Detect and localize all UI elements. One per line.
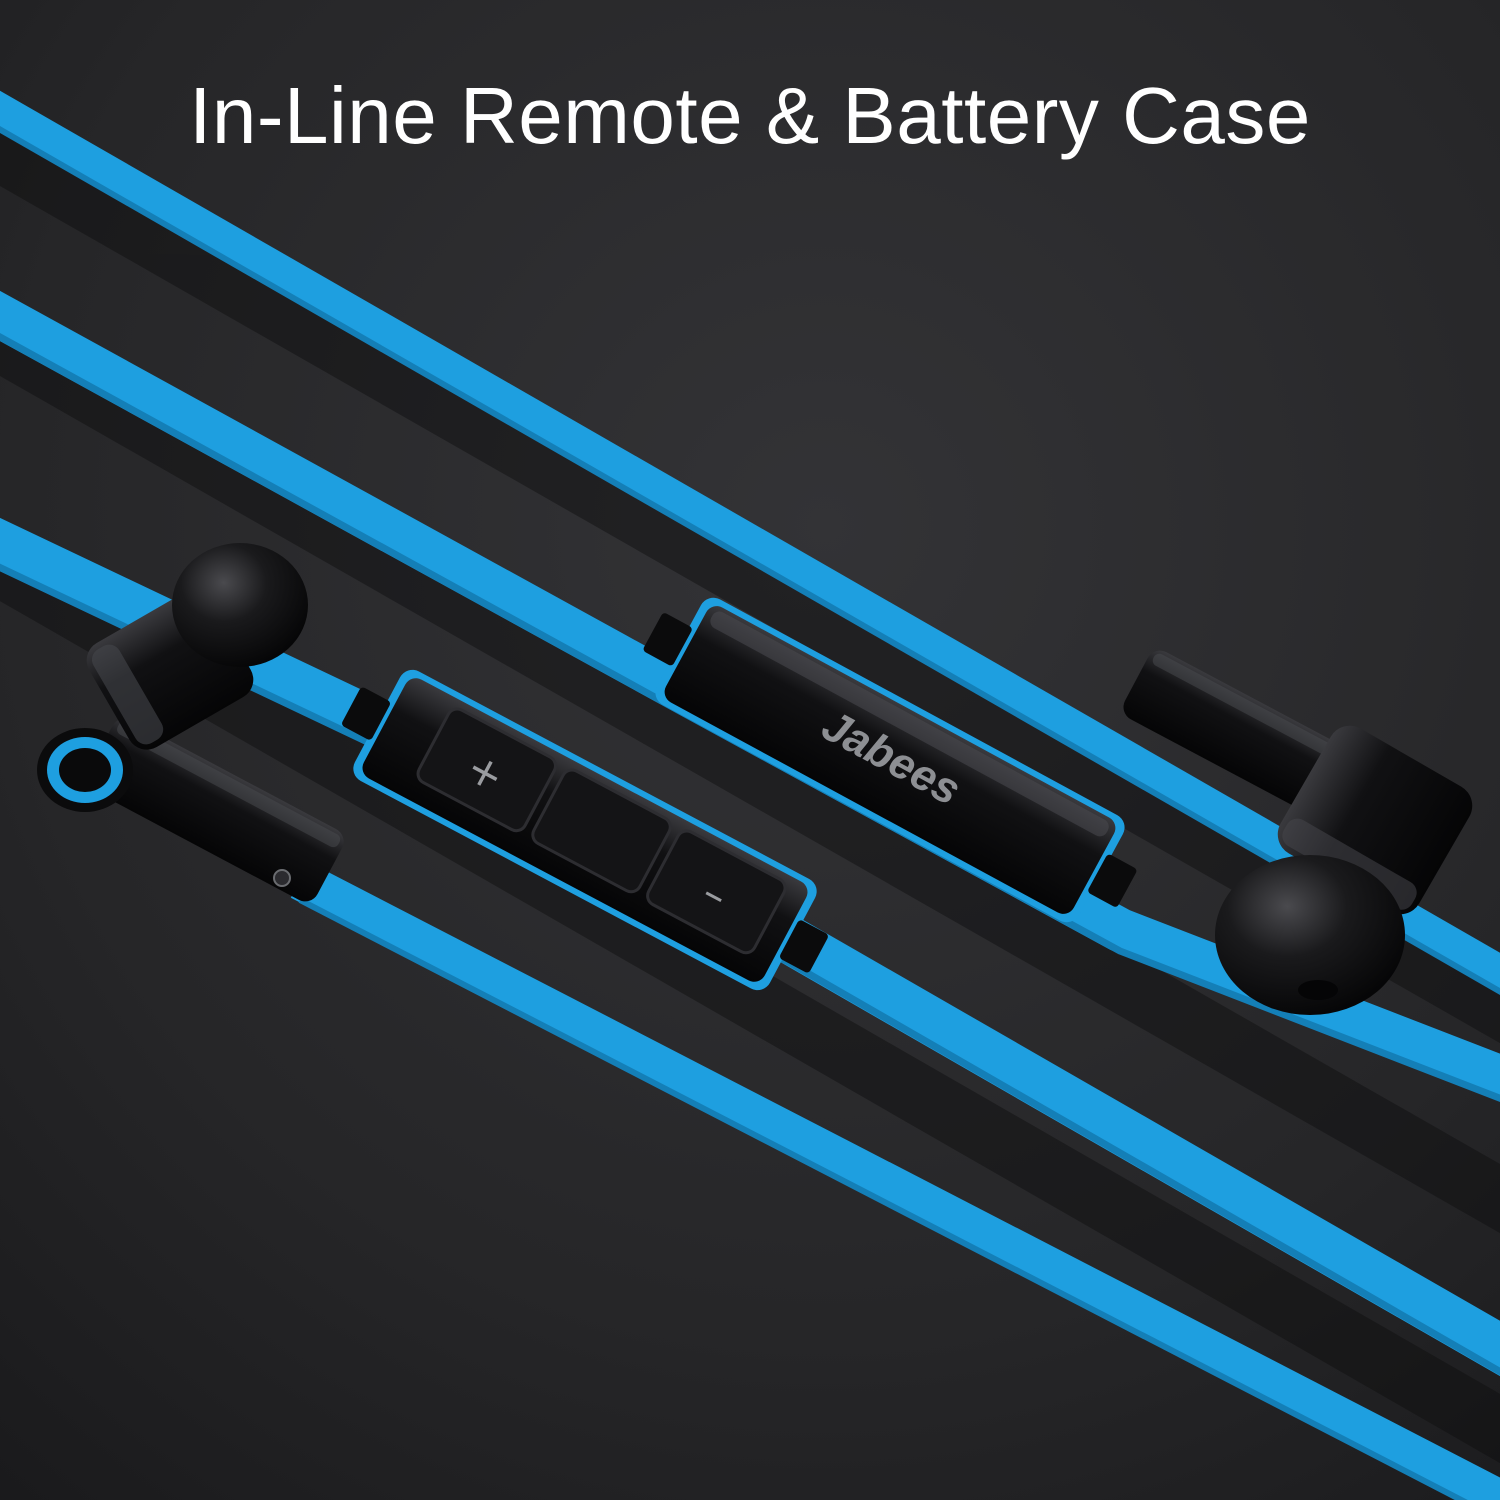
right-ear-tip — [1215, 855, 1405, 1015]
cable-top — [0, 90, 1500, 995]
right-earbud — [1123, 650, 1473, 1015]
volume-up-button[interactable]: + — [415, 705, 559, 834]
battery-case: Jabees — [643, 597, 1137, 923]
cable-bottom — [290, 862, 1500, 1500]
play-pause-button[interactable] — [529, 766, 673, 895]
left-earbud — [37, 543, 344, 902]
headline: In-Line Remote & Battery Case — [189, 71, 1311, 160]
in-line-remote: + – — [342, 669, 828, 991]
left-ear-tip — [172, 543, 308, 667]
volume-down-button[interactable]: – — [644, 828, 788, 957]
